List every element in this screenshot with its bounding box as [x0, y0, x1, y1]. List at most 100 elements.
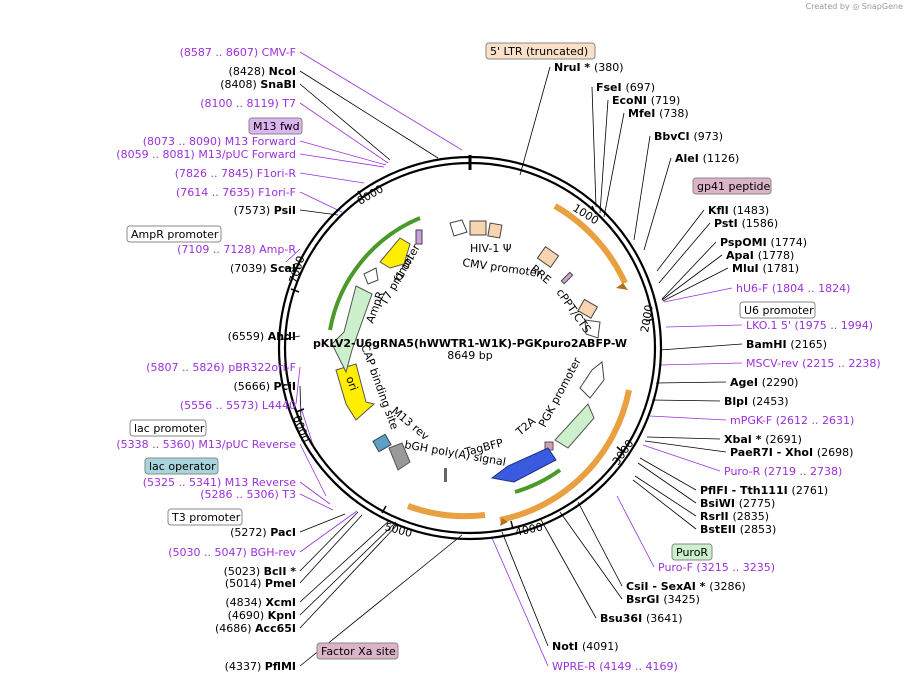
enzyme-site-annotation: BsrGI (3425)	[626, 593, 700, 606]
leader-line	[299, 51, 463, 151]
annotation-name: M13/pUC Forward	[198, 148, 296, 161]
f1-ori-arrow	[379, 237, 411, 269]
leader-line	[299, 83, 391, 161]
primer-annotation: (8059 .. 8081) M13/pUC Forward	[116, 148, 296, 161]
annotation-name: PaeR7I - XhoI	[730, 446, 817, 459]
annotation-position: (3425)	[663, 593, 700, 606]
gp41-arrowhead	[616, 283, 628, 290]
leader-line	[616, 495, 655, 568]
primer-annotation: MSCV-rev (2215 .. 2238)	[746, 357, 881, 370]
enzyme-site-annotation: AleI (1126)	[675, 152, 739, 165]
leader-line	[632, 479, 697, 530]
ltr-small-box	[469, 220, 487, 236]
annotation-position: (2719 .. 2738)	[764, 465, 843, 478]
annotation-position: (5807 .. 5826)	[146, 361, 228, 374]
annotation-name: CsiI - SexAI *	[626, 580, 709, 593]
enzyme-site-annotation: (4690) KpnI	[228, 609, 296, 622]
annotation-name: CMV-F	[262, 46, 296, 59]
annotation-name: NruI *	[554, 61, 594, 74]
annotation-name: pBR322ori-F	[228, 361, 296, 374]
pgk-promoter-arrow	[579, 361, 605, 399]
leader-line	[659, 362, 743, 366]
lac-operator-marker	[372, 433, 392, 453]
leader-line	[299, 510, 358, 553]
leader-line	[637, 462, 697, 504]
enzyme-site-annotation: CsiI - SexAI * (3286)	[626, 580, 746, 593]
annotation-name: BsiWI	[700, 497, 739, 510]
enzyme-site-annotation: MfeI (738)	[628, 107, 689, 120]
green-left-arc	[328, 216, 421, 331]
leader-line	[491, 537, 549, 667]
enzyme-site-annotation: MluI (1781)	[732, 262, 799, 275]
annotation-name: ScaI	[270, 262, 296, 275]
ampr-promoter-arrow	[363, 267, 379, 285]
annotation-position: (380)	[594, 61, 624, 74]
annotation-position: (5338 .. 5360)	[116, 438, 198, 451]
ltr-box	[485, 42, 596, 60]
annotation-name: BbvCI	[654, 130, 693, 143]
annotation-position: (5556 .. 5573)	[180, 399, 262, 412]
backbone	[277, 155, 663, 541]
annotation-name: Bsu36I	[600, 612, 646, 625]
plasmid-name: pKLV2-U6gRNA5(hWWTR1-W1K)-PGKpuro2ABFP-W	[313, 337, 627, 350]
u6-promoter-arrow	[584, 319, 601, 339]
leader-line	[299, 153, 385, 168]
hiv1-psi-shape	[449, 219, 468, 237]
annotation-position: (973)	[693, 130, 723, 143]
leader-line	[642, 444, 721, 472]
leader-line	[299, 140, 387, 166]
label-ori: ori	[343, 375, 360, 393]
leader-line	[559, 511, 623, 600]
enzyme-site-annotation: Bsu36I (3641)	[600, 612, 683, 625]
annotation-name: T7	[281, 97, 296, 110]
ampr-promoter-box	[126, 225, 222, 243]
leader-line	[299, 513, 346, 533]
annotation-position: (697)	[625, 81, 655, 94]
enzyme-site-annotation: NruI * (380)	[554, 61, 624, 74]
rre-box	[536, 245, 560, 269]
primer-annotation: (7826 .. 7845) F1ori-R	[175, 167, 297, 180]
outer-features	[328, 203, 632, 526]
tick-8000	[357, 190, 363, 198]
annotation-name: PciI	[274, 380, 296, 393]
bgh-marker	[444, 468, 447, 482]
annotation-name: PsiI	[274, 204, 296, 217]
enzyme-site-annotation: BstEII (2853)	[700, 523, 776, 536]
ampr-promoter-label: AmpR promoter	[131, 228, 219, 241]
tick-label-2000: 2000	[638, 304, 656, 334]
leader-line	[655, 381, 727, 384]
leader-line	[299, 514, 363, 584]
annotation-position: (1126)	[703, 152, 740, 165]
annotation-position: (8100 .. 8119)	[200, 97, 282, 110]
enzyme-site-annotation: BsiWI (2775)	[700, 497, 775, 510]
enzyme-site-annotation: (8408) SnaBI	[220, 78, 296, 91]
annotation-name: M13/pUC Reverse	[198, 438, 296, 451]
annotation-name: FseI	[596, 81, 625, 94]
leader-line	[644, 440, 727, 453]
annotation-name: SnaBI	[260, 78, 296, 91]
bgh-polya-box	[388, 442, 411, 471]
leader-line	[659, 343, 743, 351]
tagbfp-arrow	[490, 447, 557, 483]
tick-3000	[616, 446, 625, 454]
tick-label-3000: 3000	[610, 437, 637, 467]
leader-line	[299, 70, 439, 159]
leader-line	[599, 99, 609, 214]
leader-line	[646, 436, 721, 440]
u6-promoter-label: U6 promoter	[744, 304, 814, 317]
annotation-name: AgeI	[730, 376, 762, 389]
gp41-label: gp41 peptide	[697, 180, 771, 193]
t3-promoter-box	[167, 508, 243, 526]
annotation-name: PacI	[270, 526, 296, 539]
annotation-position: (5014)	[225, 577, 265, 590]
inner-features	[331, 219, 605, 483]
plasmid-title: pKLV2-U6gRNA5(hWWTR1-W1K)-PGKpuro2ABFP-W…	[313, 337, 627, 362]
right-annotations: NruI * (380)FseI (697)EcoNI (719)MfeI (7…	[552, 61, 881, 673]
annotation-position: (5286 .. 5306)	[200, 488, 282, 501]
annotation-name: LKO.1 5'	[746, 319, 794, 332]
enzyme-site-annotation: (8428) NcoI	[229, 65, 296, 78]
annotation-name: MluI	[732, 262, 762, 275]
annotation-position: (5325 .. 5341)	[143, 476, 225, 489]
tick-1000	[591, 205, 597, 215]
tick-4000	[510, 520, 514, 530]
